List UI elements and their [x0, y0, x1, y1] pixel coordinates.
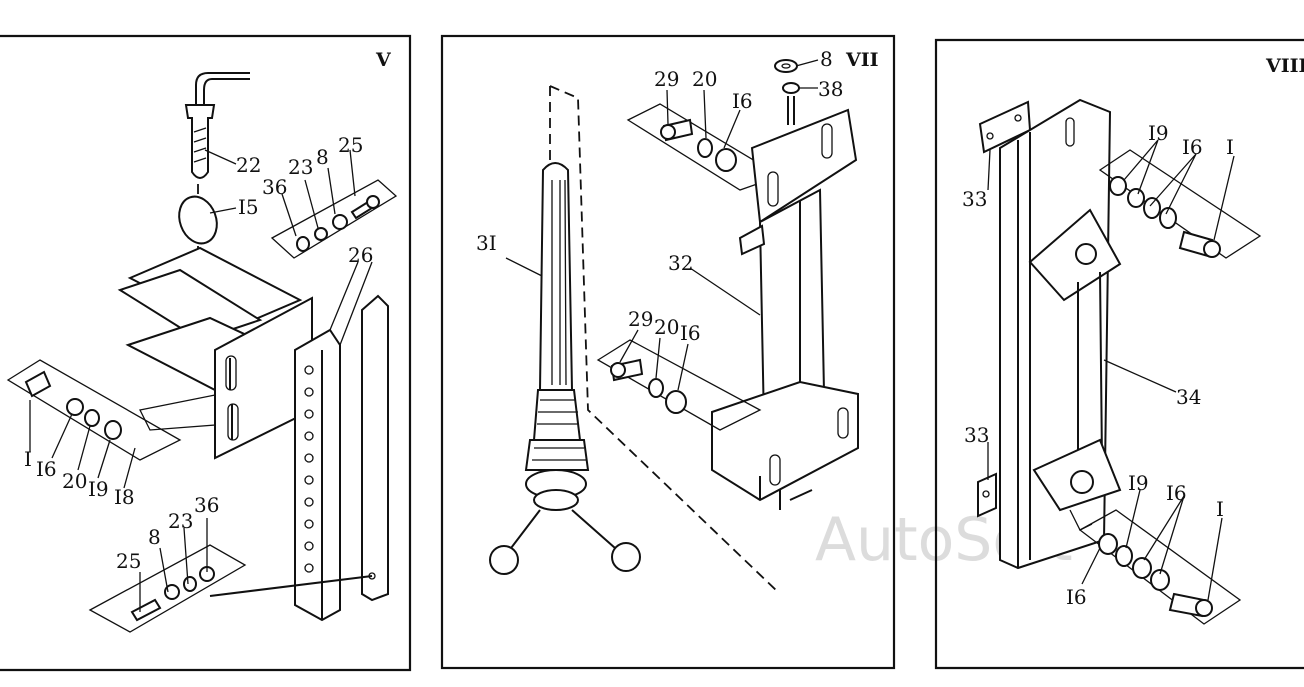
callout-8: 8	[316, 145, 329, 169]
panel-v-numeral: V	[375, 49, 392, 71]
panel-vii-frame	[440, 34, 896, 670]
panel-viii-frame	[934, 38, 1304, 670]
callout-23: 23	[288, 155, 313, 179]
part-bracket-32	[711, 108, 859, 510]
panel-viii: VIII	[934, 38, 1304, 670]
callout-33b: 33	[964, 423, 989, 447]
callout-23b: 23	[168, 509, 193, 533]
adjuster-holes	[304, 365, 314, 573]
panel-v: V	[0, 34, 412, 672]
adjuster-angle-bar	[294, 294, 389, 622]
panel-v-frame	[0, 34, 412, 672]
callout-19b: I9	[1128, 471, 1149, 495]
hardware-plate-viii-lower	[1078, 509, 1242, 625]
callout-1b: I	[1216, 497, 1224, 521]
callout-16c: I6	[1066, 585, 1087, 609]
part-bracket-34	[1028, 208, 1122, 531]
callout-1: I	[1226, 135, 1234, 159]
callout-29: 29	[654, 67, 679, 91]
callout-36: 36	[262, 175, 287, 199]
callout-25b: 25	[116, 549, 141, 573]
callout-8b: 8	[148, 525, 161, 549]
mounting-bracket	[117, 246, 313, 460]
part-adjuster-tool	[489, 85, 779, 593]
callout-34: 34	[1176, 385, 1201, 409]
hardware-plate-vii-upper	[626, 103, 782, 191]
callout-22: 22	[236, 153, 261, 177]
part-washer-8	[774, 59, 798, 73]
hardware-plate-viii-upper	[1098, 149, 1262, 259]
callout-33: 33	[962, 187, 987, 211]
hardware-plate-left	[6, 359, 182, 461]
callout-16b: I6	[1166, 481, 1187, 505]
callout-20: 20	[62, 469, 87, 493]
callout-36b: 36	[194, 493, 219, 517]
callout-19: I9	[1148, 121, 1169, 145]
callout-20b: 20	[654, 315, 679, 339]
hardware-plate-vii-lower	[596, 339, 762, 431]
hardware-plate-upper	[270, 179, 398, 259]
callout-20: 20	[692, 67, 717, 91]
callout-32: 32	[668, 251, 693, 275]
panel-viii-numeral: VIII	[1265, 55, 1304, 77]
panel-vii-numeral: VII	[845, 49, 879, 71]
callout-31: 3I	[476, 231, 497, 255]
callout-15: I5	[238, 195, 259, 219]
callout-16: I6	[36, 457, 57, 481]
callout-16: I6	[732, 89, 753, 113]
callout-8: 8	[820, 47, 833, 71]
callout-19: I9	[88, 477, 109, 501]
part-lock-pin	[184, 72, 250, 179]
part-washer-38	[782, 82, 800, 94]
callout-1: I	[24, 447, 32, 471]
part-snap-ring	[178, 195, 218, 245]
callout-25: 25	[338, 133, 363, 157]
callout-16b: I6	[680, 321, 701, 345]
callout-38: 38	[818, 77, 843, 101]
callout-16: I6	[1182, 135, 1203, 159]
callout-29b: 29	[628, 307, 653, 331]
callout-18: I8	[114, 485, 135, 509]
hardware-plate-lower	[88, 544, 373, 633]
panel-vii: VII	[440, 34, 896, 670]
callout-26: 26	[348, 243, 373, 267]
